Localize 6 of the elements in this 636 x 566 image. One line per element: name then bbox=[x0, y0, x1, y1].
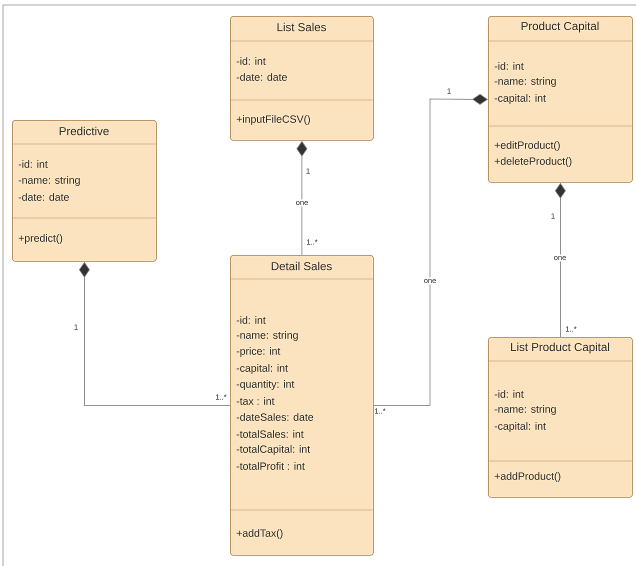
class-box: List Product Capital -id: int -name: string -capital: int +addProduct() bbox=[488, 337, 633, 498]
composition-line bbox=[373, 94, 488, 406]
class-box: Product Capital -id: int -name: string -capital: int +editProduct() +deleteProduct() bbox=[488, 16, 633, 183]
class-box: List Sales -id: int -date: date +inputFileCSV() bbox=[230, 16, 374, 141]
class-box: Predictive -id: int -name: string -date: date +predict() bbox=[12, 120, 157, 262]
class-box: Detail Sales -id: int -name: string -price: int -capital: int -quantity: int -tax : int -dateSales: date -totalSales: int -totalCapital: int -totalProfit : int +addTax() bbox=[230, 255, 374, 556]
